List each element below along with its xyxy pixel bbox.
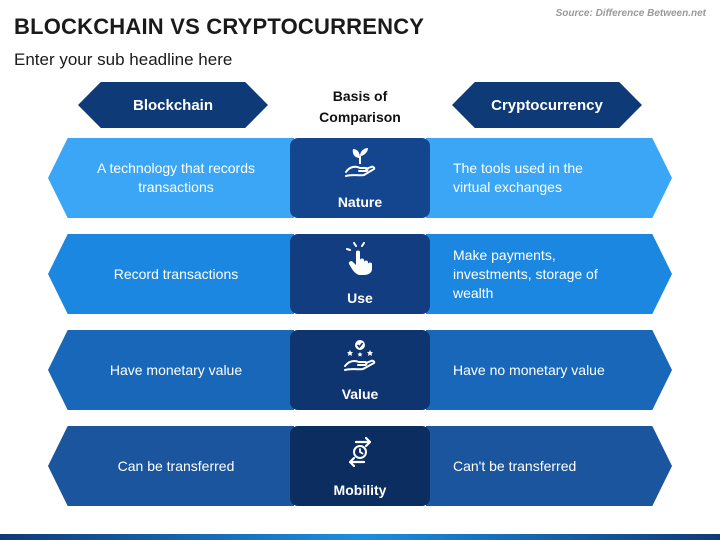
row-value-right-text: Have no monetary value <box>453 361 605 378</box>
row-use-left: Record transactions <box>48 234 294 314</box>
header-cryptocurrency: Cryptocurrency <box>452 82 642 128</box>
row-mobility-basis: Mobility <box>290 426 430 506</box>
row-nature-basis-label: Nature <box>337 194 383 210</box>
header-basis-line1: Basis of <box>332 88 388 104</box>
tap-finger-icon <box>346 242 372 275</box>
page-title: BLOCKCHAIN VS CRYPTOCURRENCY <box>14 14 425 39</box>
header-basis: Basis of Comparison <box>300 86 420 128</box>
row-value-basis: Value <box>290 330 430 410</box>
row-value-basis-label: Value <box>341 386 379 402</box>
header-basis-line2: Comparison <box>319 109 401 125</box>
transfer-arrows-icon <box>348 436 372 468</box>
source-note: Source: Difference Between.net <box>555 8 706 19</box>
row-value-left: Have monetary value <box>48 330 294 410</box>
row-use-right: Make payments, investments, storage of w… <box>426 234 672 314</box>
row-mobility-right: Can't be transferred <box>426 426 672 506</box>
row-mobility-left: Can be transferred <box>48 426 294 506</box>
row-value-left-text: Have monetary value <box>109 361 243 378</box>
row-nature-basis: Nature <box>290 138 430 218</box>
row-use-right-text: Make payments, investments, storage of w… <box>453 246 598 301</box>
row-mobility-basis-label: Mobility <box>333 482 387 498</box>
row-nature-left: A technology that records transactions <box>48 138 294 218</box>
row-nature-right-text: The tools used in the virtual exchanges <box>453 160 583 195</box>
row-use-left-text: Record transactions <box>113 265 239 282</box>
row-use-basis: Use <box>290 234 430 314</box>
bottom-accent-strip <box>0 534 720 540</box>
page-subtitle: Enter your sub headline here <box>14 50 233 69</box>
hand-value-icon <box>344 340 376 371</box>
row-nature-left-text: A technology that records transactions <box>97 160 255 195</box>
row-mobility-right-text: Can't be transferred <box>453 457 577 474</box>
plant-hand-icon <box>345 148 376 177</box>
row-value-right: Have no monetary value <box>426 330 672 410</box>
row-use-basis-label: Use <box>347 290 373 306</box>
header-blockchain: Blockchain <box>78 82 268 128</box>
row-nature-right: The tools used in the virtual exchanges <box>426 138 672 218</box>
row-mobility-left-text: Can be transferred <box>117 457 235 474</box>
